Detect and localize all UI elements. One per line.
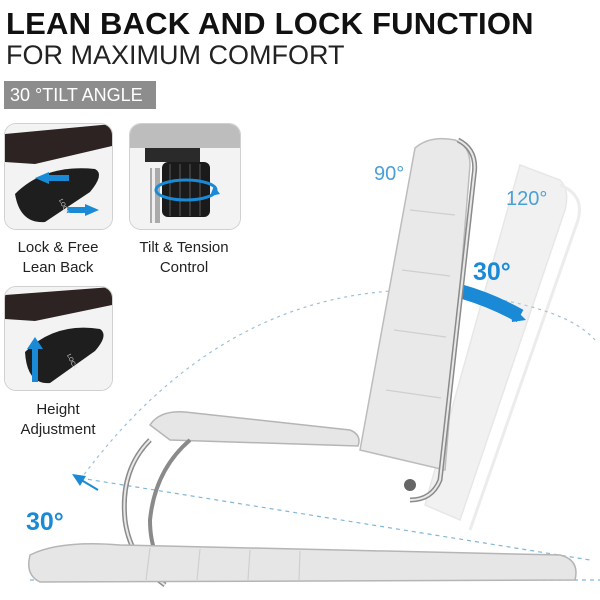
feature-caption-height: Height Adjustment [20,401,96,438]
reclined-angle-label: 120° [506,188,548,210]
subheadline: FOR MAXIMUM COMFORT [6,40,345,70]
feature-panel-lock: LOCK [4,123,113,230]
base-tilt-arrow-icon [72,474,86,486]
reclined-backrest-ghost [424,164,581,531]
headline: LEAN BACK AND LOCK FUNCTION [6,6,534,41]
upright-backrest [359,137,478,503]
feature-caption-tension: Tilt & Tension Control [139,239,229,276]
base-tilt-label: 30° [26,508,64,536]
feature-panel-tension [129,123,241,230]
feature-caption-lock: Lock & Free Lean Back [17,239,99,276]
tension-knob-icon [154,162,220,217]
seat [28,543,577,583]
tilt-angle-tag: 30 °TILT ANGLE [4,81,156,109]
tilt-arc-guide [79,289,596,481]
upright-angle-label: 90° [374,163,405,185]
armrest [121,411,360,588]
recline-range-label: 30° [473,258,511,286]
tilt-line [79,477,591,561]
feature-panel-height: LOCK [4,286,113,391]
